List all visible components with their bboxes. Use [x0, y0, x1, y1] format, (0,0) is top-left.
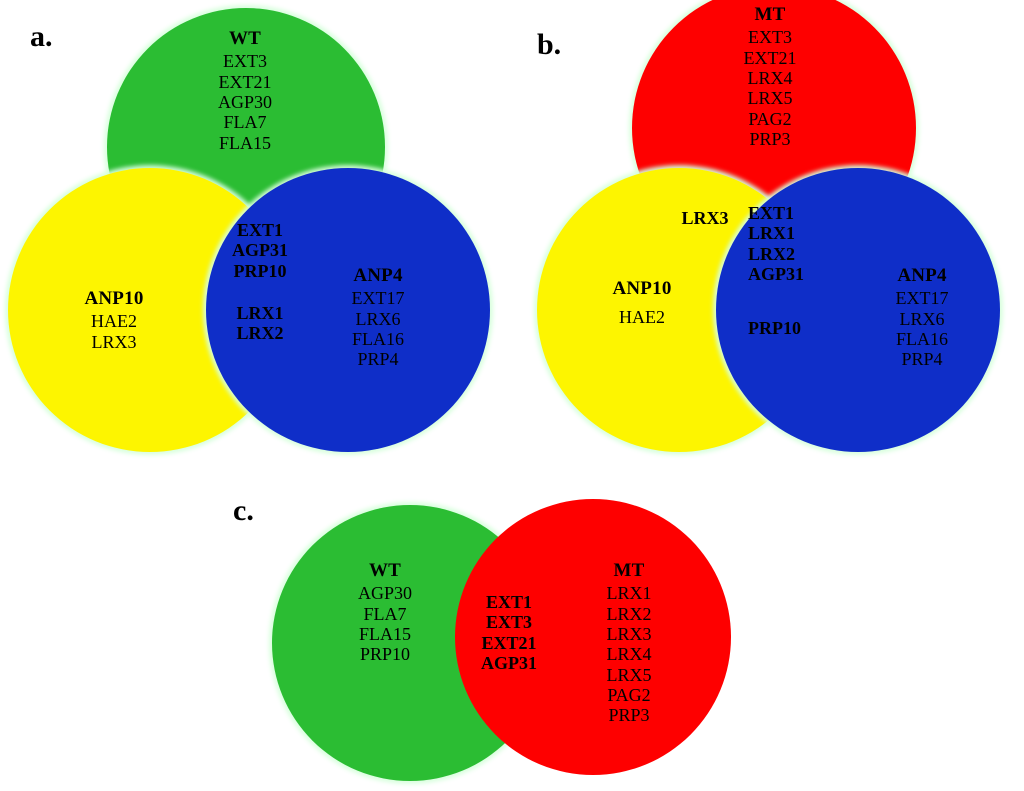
mt-title-b: MT [754, 4, 786, 25]
gene-item: AGP31 [481, 652, 537, 673]
panel-a: a. WT EXT3 EXT21 AGP30 FLA7 FLA15 ANP10 … [0, 0, 500, 470]
spacer [748, 284, 838, 318]
spacer [205, 281, 315, 303]
gene-item: FLA15 [358, 624, 411, 645]
set-label-anp10-a: ANP10 HAE2 LRX3 [40, 288, 188, 352]
gene-item: PRP10 [359, 644, 411, 665]
gene-item: PAG2 [748, 108, 792, 129]
gene-item: HAE2 [619, 307, 665, 328]
gene-item: EXT21 [218, 71, 272, 92]
gene-item: LRX3 [91, 331, 137, 352]
gene-item: FLA7 [223, 112, 267, 133]
gene-item: EXT1 [485, 592, 532, 612]
anp4-title-a: ANP4 [353, 265, 403, 286]
anp10-title-b: ANP10 [612, 278, 672, 299]
set-label-wt-a: WT EXT3 EXT21 AGP30 FLA7 FLA15 [165, 28, 325, 153]
set-label-mt-c: MT LRX1 LRX2 LRX3 LRX4 LRX5 PAG2 PRP3 [574, 560, 684, 726]
gene-item: LRX5 [606, 664, 652, 685]
set-label-anp4-a: ANP4 EXT17 LRX6 FLA16 PRP4 [318, 265, 438, 370]
panel-c-label: c. [233, 494, 254, 527]
set-label-wt-c: WT AGP30 FLA7 FLA15 PRP10 [330, 560, 440, 665]
gene-item: EXT21 [481, 632, 537, 653]
wt-title-c: WT [368, 560, 402, 581]
set-label-mt-b: MT EXT3 EXT21 LRX4 LRX5 PAG2 PRP3 [690, 4, 850, 149]
gene-item: LRX1 [236, 302, 284, 323]
shared-label-lrx3-b: LRX3 [660, 208, 750, 228]
gene-item: AGP30 [357, 583, 412, 604]
gene-item: LRX2 [606, 603, 652, 624]
panel-b: b. MT EXT3 EXT21 LRX4 LRX5 PAG2 PRP3 LRX… [537, 0, 1000, 452]
gene-item: PRP4 [357, 349, 399, 370]
gene-item: PRP3 [749, 129, 791, 150]
gene-item: HAE2 [91, 311, 137, 332]
anp4-title-b: ANP4 [897, 265, 947, 286]
gene-item: AGP30 [217, 92, 272, 113]
mt-title-c: MT [613, 560, 645, 581]
intersection-label-b: EXT1 LRX1 LRX2 AGP31 PRP10 [748, 203, 838, 339]
panel-b-label: b. [537, 28, 562, 61]
gene-item: EXT3 [223, 51, 267, 72]
intersection-label-a: EXT1 AGP31 PRP10 LRX1 LRX2 [205, 220, 315, 344]
gene-item: LRX3 [681, 208, 729, 228]
gene-item: FLA15 [218, 132, 271, 153]
gene-item: LRX6 [355, 308, 401, 329]
gene-item: LRX2 [748, 243, 796, 264]
gene-item: LRX1 [748, 223, 796, 244]
intersection-label-c: EXT1 EXT3 EXT21 AGP31 [473, 592, 545, 673]
gene-item: EXT21 [743, 47, 797, 68]
gene-item: LRX6 [899, 308, 945, 329]
circle-anp4-blue-a [206, 168, 490, 452]
gene-item: LRX3 [606, 624, 652, 645]
gene-item: AGP31 [232, 240, 288, 261]
gene-item: AGP31 [748, 263, 804, 284]
gene-item: PRP4 [901, 349, 943, 370]
gene-item: EXT1 [748, 203, 795, 223]
gene-item: PRP10 [748, 318, 801, 339]
gene-item: EXT17 [351, 288, 405, 309]
gene-item: EXT3 [485, 612, 532, 633]
gene-item: LRX5 [747, 88, 793, 109]
gene-item: LRX4 [606, 644, 652, 665]
gene-item: EXT1 [236, 220, 283, 240]
gene-item: FLA7 [363, 603, 407, 624]
circle-anp4-blue-b [716, 168, 1000, 452]
gene-item: PRP10 [233, 260, 287, 281]
gene-item: FLA16 [351, 329, 404, 350]
wt-title-a: WT [228, 28, 262, 49]
panel-a-label: a. [30, 20, 53, 53]
gene-item: PAG2 [607, 685, 651, 706]
set-label-anp4-b: ANP4 EXT17 LRX6 FLA16 PRP4 [862, 265, 982, 370]
panel-c: c. WT AGP30 FLA7 FLA15 PRP10 EXT1 EXT3 E… [0, 470, 1024, 791]
set-label-anp10-b: ANP10 HAE2 [568, 278, 716, 328]
circle-mt-red-c [455, 499, 731, 775]
gene-item: EXT3 [748, 27, 792, 48]
gene-item: FLA16 [895, 329, 948, 350]
gene-item: LRX4 [747, 68, 793, 89]
anp10-title-a: ANP10 [84, 288, 144, 309]
gene-item: PRP3 [608, 705, 650, 726]
gene-item: LRX2 [236, 323, 284, 344]
gene-item: EXT17 [895, 288, 949, 309]
gene-item: LRX1 [606, 583, 652, 604]
